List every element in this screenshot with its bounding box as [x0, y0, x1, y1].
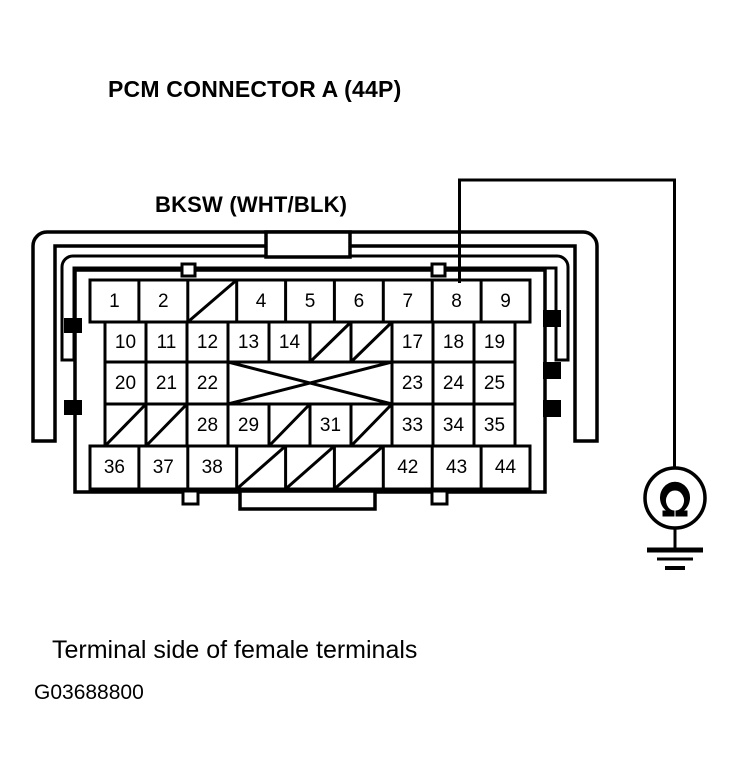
ground-symbol [647, 547, 703, 570]
top-key-tab-left [180, 262, 197, 278]
pin-row-5: 36 37 38 42 43 44 [88, 444, 532, 491]
svg-text:7: 7 [403, 291, 414, 312]
latch-tab-left-group [64, 318, 82, 415]
top-key-tab-right [430, 262, 447, 278]
pin-row-3: 20 21 22 23 24 25 [103, 360, 517, 406]
svg-text:5: 5 [305, 291, 316, 312]
svg-text:17: 17 [402, 332, 423, 353]
latch-tab-right-1 [543, 310, 561, 327]
latch-tab-right-group [543, 310, 561, 417]
svg-text:10: 10 [115, 332, 136, 353]
svg-text:31: 31 [320, 415, 341, 436]
svg-text:8: 8 [451, 291, 462, 312]
latch-tab-right-2 [543, 362, 561, 379]
svg-text:14: 14 [279, 332, 301, 353]
bottom-center-tab [238, 489, 377, 511]
blank-cell-diagonal [349, 402, 394, 448]
svg-text:37: 37 [153, 457, 174, 478]
svg-text:11: 11 [157, 332, 177, 353]
blank-cell-diagonal [235, 444, 287, 491]
svg-text:36: 36 [104, 457, 125, 478]
connector-outer-shell [31, 230, 599, 443]
page-title: PCM CONNECTOR A (44P) [108, 76, 402, 102]
top-key-tabs [180, 262, 447, 278]
bottom-key-tab-right [430, 489, 449, 506]
svg-text:18: 18 [443, 332, 464, 353]
blank-cell-diagonal [186, 278, 238, 324]
svg-text:33: 33 [402, 415, 423, 436]
svg-text:4: 4 [256, 291, 267, 312]
blank-cell-diagonal [144, 402, 189, 448]
svg-text:24: 24 [443, 373, 465, 394]
blank-cell-diagonal [103, 402, 148, 448]
blank-cell-diagonal [333, 444, 385, 491]
bottom-tabs [181, 489, 449, 511]
view-caption: Terminal side of female terminals [52, 636, 418, 664]
latch-tab-right-3 [543, 400, 561, 417]
svg-text:20: 20 [115, 373, 136, 394]
wire-label: BKSW (WHT/BLK) [155, 192, 348, 217]
blank-span-cross [227, 360, 393, 406]
blank-cell-diagonal [284, 444, 336, 491]
svg-text:12: 12 [197, 332, 218, 353]
blank-cell-diagonal [267, 402, 312, 448]
blank-cell-diagonal [349, 320, 394, 364]
svg-text:25: 25 [484, 373, 505, 394]
svg-text:22: 22 [197, 373, 218, 394]
svg-text:43: 43 [446, 457, 467, 478]
svg-text:28: 28 [197, 415, 218, 436]
bottom-key-tab-left [181, 489, 200, 506]
top-center-notch [264, 230, 352, 259]
connector-inner-shell [60, 254, 570, 362]
svg-text:23: 23 [402, 373, 423, 394]
svg-text:44: 44 [495, 457, 517, 478]
svg-text:1: 1 [109, 291, 120, 312]
svg-text:13: 13 [238, 332, 259, 353]
svg-text:34: 34 [443, 415, 465, 436]
svg-text:35: 35 [484, 415, 505, 436]
svg-text:6: 6 [354, 291, 365, 312]
latch-tab-left-1 [64, 318, 82, 333]
pin-row-4: 28 29 31 33 34 35 [103, 402, 517, 448]
pin-row-2: 10 11 12 13 14 17 18 19 [103, 320, 517, 364]
svg-text:38: 38 [202, 457, 223, 478]
reference-code: G03688800 [34, 681, 144, 704]
latch-tab-left-2 [64, 400, 82, 415]
svg-text:2: 2 [158, 291, 169, 312]
svg-text:42: 42 [397, 457, 418, 478]
pin-row-1: 1 2 4 5 6 7 8 9 [88, 278, 532, 324]
ohmmeter-symbol [643, 466, 707, 549]
svg-text:19: 19 [484, 332, 505, 353]
svg-text:29: 29 [238, 415, 259, 436]
blank-cell-diagonal [308, 320, 353, 364]
svg-text:9: 9 [500, 291, 511, 312]
svg-text:21: 21 [156, 373, 177, 394]
